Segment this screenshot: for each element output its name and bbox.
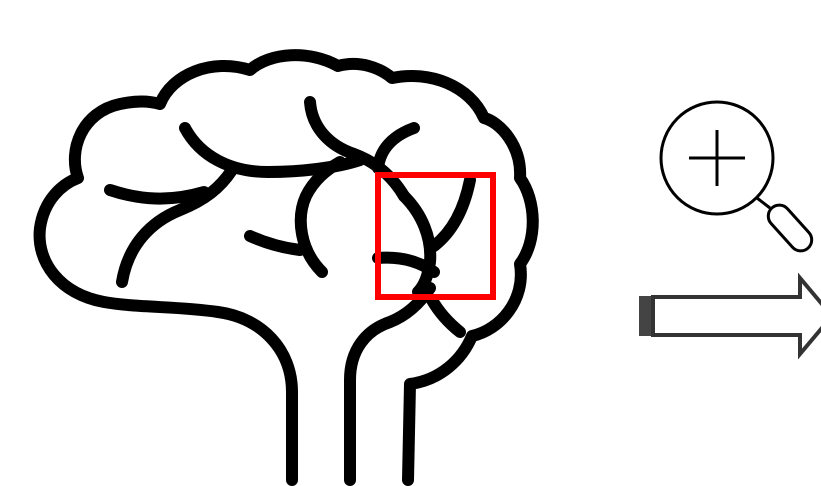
brain-fold <box>250 236 300 250</box>
brain-fold <box>301 162 340 272</box>
magnifier-neck <box>757 198 770 208</box>
brain-contour <box>40 55 533 480</box>
magnifier-handle <box>764 201 816 256</box>
brain-fold <box>110 190 204 199</box>
zoom-in-magnifier-icon <box>661 102 816 255</box>
brain-fold <box>404 196 430 292</box>
brain-fold <box>434 180 470 246</box>
brain-outline-icon <box>40 55 533 480</box>
brain-fold <box>432 300 460 332</box>
brain-fold <box>378 128 414 168</box>
arrow-body <box>653 278 821 354</box>
right-arrow-icon <box>639 278 821 354</box>
brain-fold <box>122 170 232 282</box>
